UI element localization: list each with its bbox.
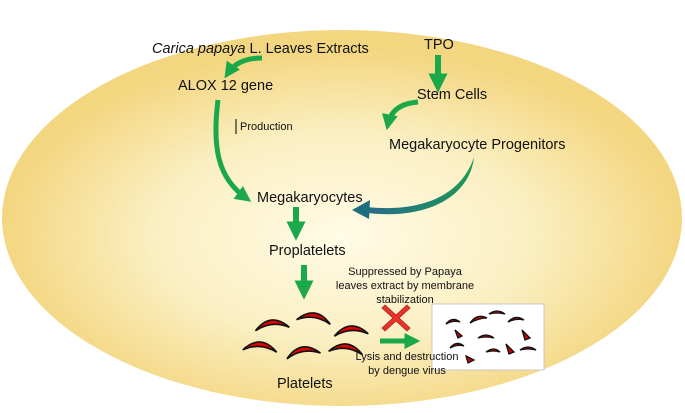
note-suppressed: Suppressed by Papaya leaves extract by m… bbox=[335, 266, 475, 307]
note-lysis: Lysis and destruction by dengue virus bbox=[355, 351, 459, 378]
node-extract: Carica papaya L. Leaves Extracts bbox=[152, 41, 369, 57]
arrow-head-progenitors bbox=[352, 200, 370, 219]
node-stem-cells: Stem Cells bbox=[417, 87, 488, 103]
red-cross-icon bbox=[381, 304, 411, 332]
extract-rest: L. Leaves Extracts bbox=[249, 41, 369, 57]
note-production: Production bbox=[240, 121, 293, 133]
node-platelets: Platelets bbox=[277, 376, 333, 392]
arrow-stem-to-progenitors bbox=[382, 99, 419, 131]
node-tpo: TPO bbox=[424, 37, 454, 53]
node-progenitors: Megakaryocyte Progenitors bbox=[389, 137, 566, 153]
arrow-progenitors-to-megakaryocytes bbox=[366, 157, 474, 215]
node-proplatelets: Proplatelets bbox=[269, 243, 346, 259]
node-megakaryocytes: Megakaryocytes bbox=[257, 190, 363, 206]
arrow-alox-to-megakaryocytes bbox=[213, 99, 252, 202]
node-alox: ALOX 12 gene bbox=[178, 78, 274, 94]
extract-species: Carica papaya bbox=[152, 41, 246, 57]
background-ellipse bbox=[2, 30, 682, 406]
arrow-extract-to-alox bbox=[224, 55, 263, 79]
fragmented-platelets bbox=[431, 303, 545, 371]
